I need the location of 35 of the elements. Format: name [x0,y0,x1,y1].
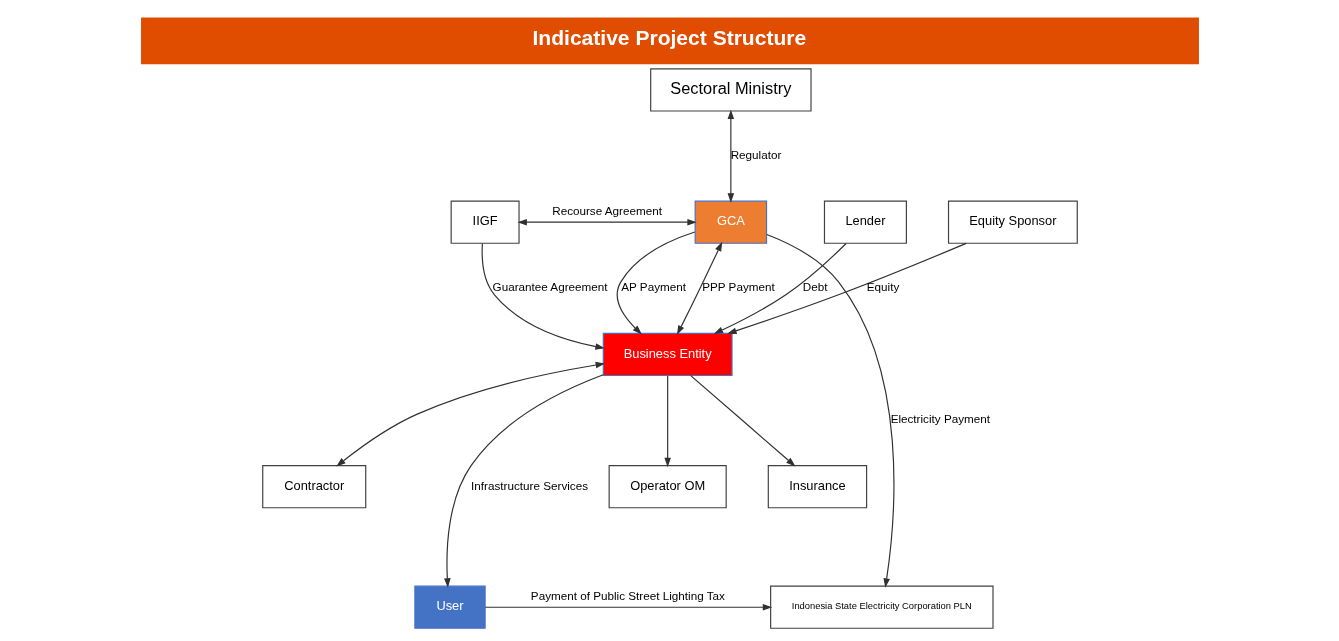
node-box: Contractor [261,465,366,509]
edge-label: Recourse Agreement [551,204,662,218]
arrow [484,603,772,611]
arrow [616,231,695,335]
node-box: Equity Sponsor [947,200,1078,244]
edge-label: AP Payment [620,280,686,294]
edge-label: Debt [802,280,827,294]
edge-label: Infrastructure Services [470,478,588,492]
arrow [726,242,967,334]
node-box: Indonesia State Electricity Corporation PLN [769,585,994,629]
arrow [727,109,734,203]
edge-label: Guarantee Agreement [492,280,608,294]
node-box: Insurance [767,465,867,509]
edge-label: Regulator [730,148,781,161]
arrow [481,242,605,350]
node-box: Business Entity [602,332,733,377]
node-box: IIGF [450,200,520,244]
arrow [663,375,671,468]
arrow [335,361,605,467]
arrow [443,374,604,588]
arrow [689,375,795,467]
arrow [517,218,697,226]
arrow [713,242,847,335]
node-box: Lender [823,200,907,244]
node-box: GCA [694,200,767,244]
node-box: Operator OM [608,465,727,509]
edge-label: Equity [866,280,899,294]
edge-label: Electricity Payment [890,412,990,426]
diagram-title: Indicative Project Structure [531,25,806,49]
edge-label: PPP Payment [701,280,775,294]
edge-label: Payment of Public Street Lighting Tax [530,589,725,603]
arrow [676,241,722,335]
node-box: User [413,585,486,629]
node-box: Sectoral Ministry [649,68,812,112]
arrow [765,233,894,588]
